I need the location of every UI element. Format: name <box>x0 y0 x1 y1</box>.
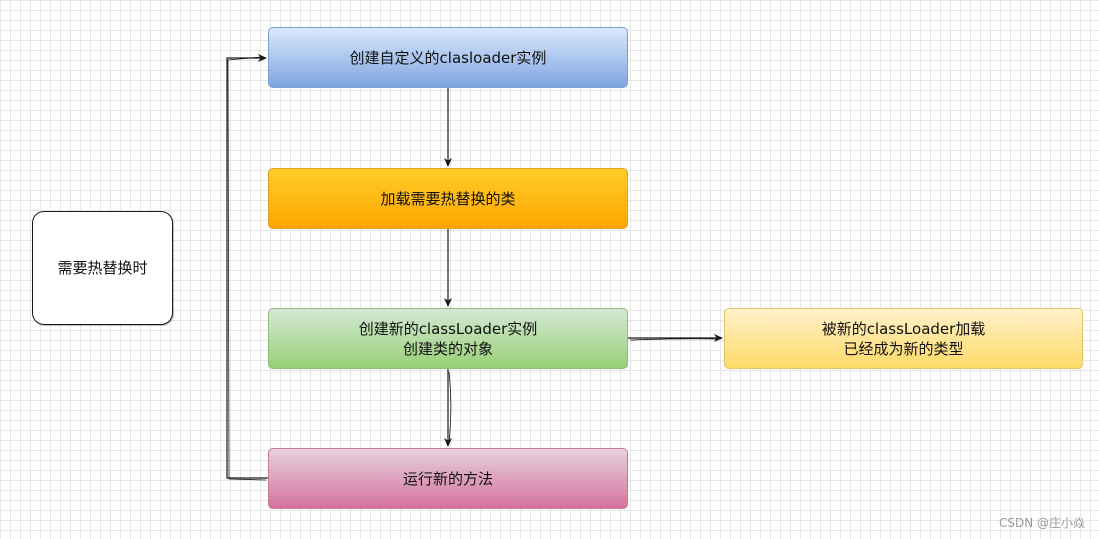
result-label-line1: 被新的classLoader加载 <box>821 319 986 338</box>
step4-label: 运行新的方法 <box>402 469 493 488</box>
step-create-new-classloader: 创建新的classLoader实例 创建类的对象 <box>268 308 628 369</box>
step3-label-line2: 创建类的对象 <box>402 339 493 358</box>
step-load-hot-swap-class: 加载需要热替换的类 <box>268 168 628 229</box>
start-node: 需要热替换时 <box>32 211 173 325</box>
start-node-label: 需要热替换时 <box>57 259 148 277</box>
edge-loop-sketch <box>227 56 267 481</box>
step1-label: 创建自定义的clasloader实例 <box>349 48 547 67</box>
step-create-custom-classloader: 创建自定义的clasloader实例 <box>268 27 628 88</box>
result-label-line2: 已经成为新的类型 <box>843 339 964 358</box>
result-node: 被新的classLoader加载 已经成为新的类型 <box>724 308 1083 369</box>
watermark: CSDN @庄小焱 <box>998 516 1085 530</box>
edge-step3-to-step4-sketch <box>448 371 452 445</box>
step-run-new-method: 运行新的方法 <box>268 448 628 509</box>
edge-step3-to-result-sketch <box>629 338 719 341</box>
edge-loop-step4-to-step1 <box>226 54 268 479</box>
step2-label: 加载需要热替换的类 <box>380 189 516 208</box>
step3-label-line1: 创建新的classLoader实例 <box>358 319 538 338</box>
